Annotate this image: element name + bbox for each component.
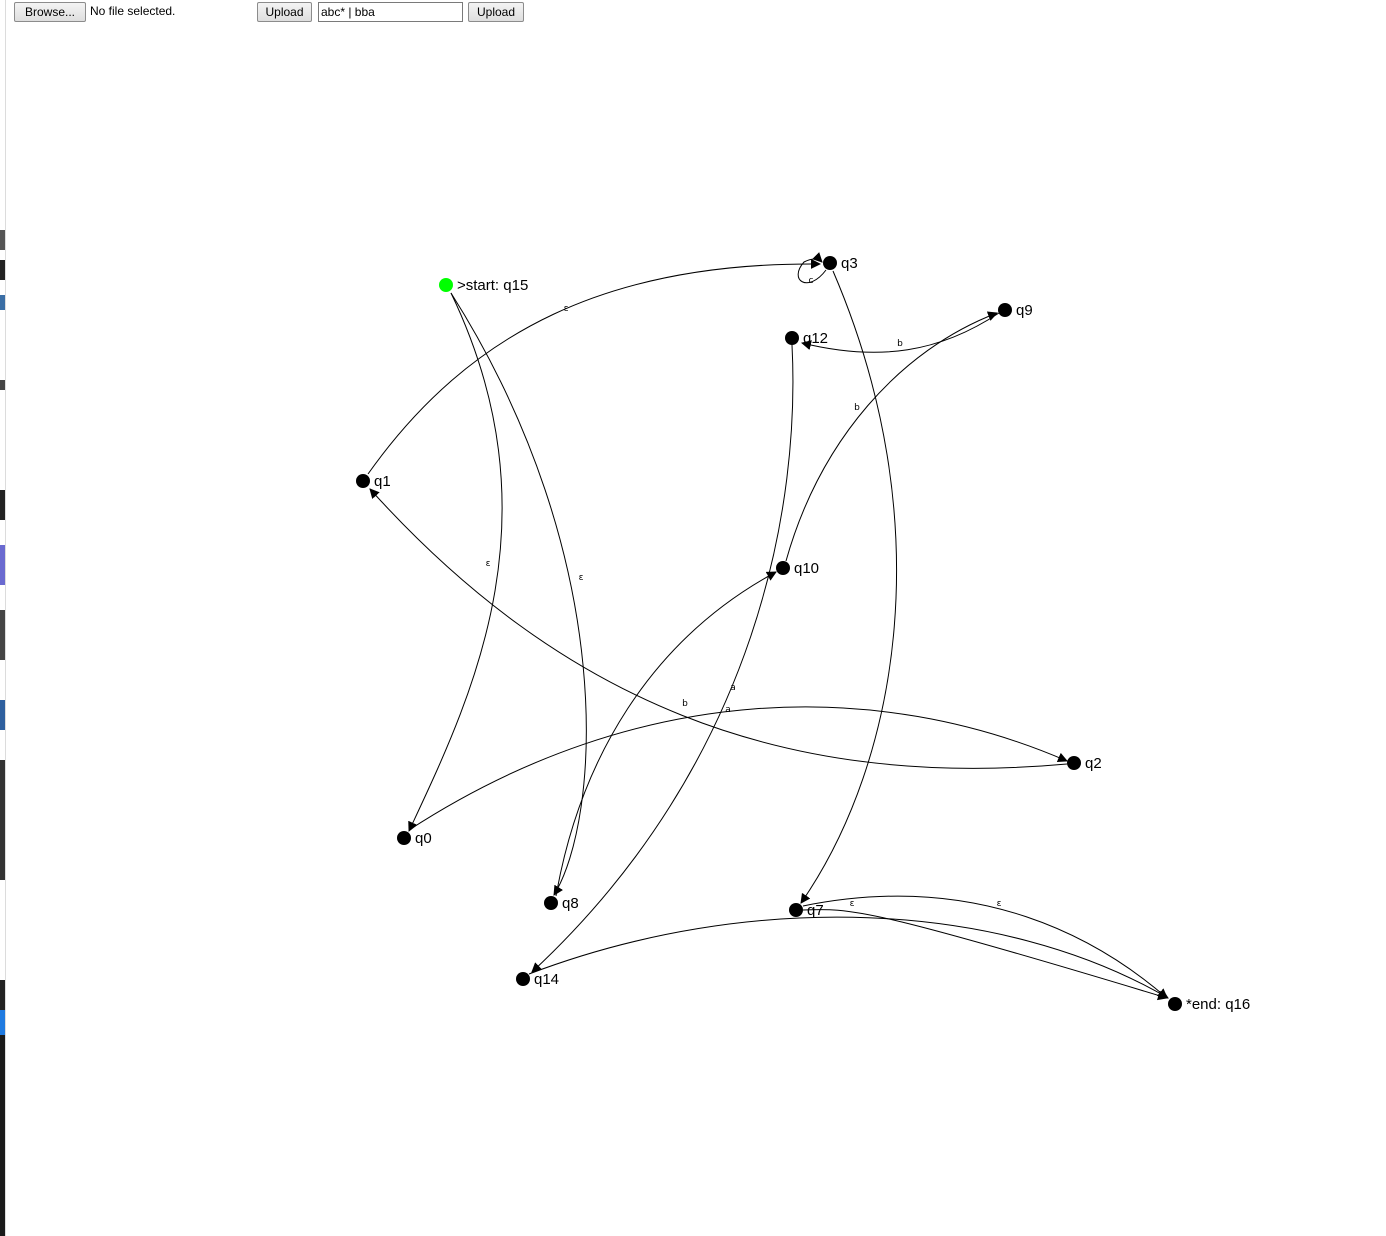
edge-q15-q8 [450, 292, 587, 896]
state-label-q2: q2 [1085, 755, 1102, 772]
edge-seg [0, 700, 5, 730]
state-label-q0: q0 [415, 830, 432, 847]
state-label-q3: q3 [841, 255, 858, 272]
state-label-q15: >start: q15 [457, 277, 528, 294]
edge-seg [0, 260, 5, 280]
edge-label-q12-q14: a [725, 705, 731, 715]
edge-label-q1-q3: ε [564, 304, 569, 314]
state-node-q12[interactable] [785, 331, 799, 345]
browse-button[interactable]: Browse... [14, 2, 86, 22]
edge-label-q15-q8: ε [579, 573, 584, 583]
state-label-q14: q14 [534, 971, 559, 988]
edge-q3-q7 [800, 270, 898, 904]
state-node-q0[interactable] [397, 831, 411, 845]
edge-label-q8-q10: a [730, 683, 736, 693]
edge-seg [0, 760, 5, 880]
state-node-q3[interactable] [823, 256, 837, 270]
edge-q7-q16 [802, 895, 1168, 999]
edge-q9-q12 [801, 312, 1000, 353]
state-node-q2[interactable] [1067, 756, 1081, 770]
edge-seg [0, 380, 5, 390]
state-node-q9[interactable] [998, 303, 1012, 317]
state-node-q14[interactable] [516, 972, 530, 986]
edge-seg [0, 295, 5, 310]
edge-seg [0, 545, 5, 585]
edge-q1-q3 [367, 258, 821, 475]
file-status-text: No file selected. [90, 4, 176, 18]
edge-seg [0, 490, 5, 520]
edge-q0-q2 [408, 706, 1068, 831]
state-label-q10: q10 [794, 560, 819, 577]
edge-label-q7-q16: ε [850, 899, 855, 909]
regex-input[interactable] [318, 2, 463, 22]
state-node-q1[interactable] [356, 474, 370, 488]
upload-file-button[interactable]: Upload [257, 2, 312, 22]
edge-label-q2-q1: b [682, 699, 688, 709]
start-state-node[interactable] [439, 278, 453, 292]
state-label-q16: *end: q16 [1186, 996, 1250, 1013]
state-label-q9: q9 [1016, 302, 1033, 319]
state-node-q8[interactable] [544, 896, 558, 910]
edge-seg [0, 980, 5, 1010]
edge-q15-q0 [408, 292, 503, 832]
edge-seg [0, 610, 5, 660]
edge-label-q7-q16: ε [997, 899, 1002, 909]
edge-q12-q14 [531, 344, 794, 973]
edge-label-q10-q9: b [854, 403, 860, 413]
edge-q2-q1 [369, 488, 1068, 769]
edge-q7-q16 [802, 909, 1168, 1001]
edge-q8-q10 [555, 571, 777, 897]
state-label-q12: q12 [803, 330, 828, 347]
edge-q3-q3 [797, 252, 827, 284]
edge-q14-q16 [528, 916, 1169, 999]
left-window-edge [0, 0, 6, 1236]
state-label-q1: q1 [374, 473, 391, 490]
edge-q10-q9 [785, 311, 998, 562]
edge-label-q3-q3: c [809, 276, 814, 286]
end-state-node[interactable] [1168, 997, 1182, 1011]
state-node-q7[interactable] [789, 903, 803, 917]
edge-label-q9-q12: b [897, 339, 903, 349]
state-node-q10[interactable] [776, 561, 790, 575]
edge-seg [0, 230, 5, 250]
upload-regex-button[interactable]: Upload [468, 2, 524, 22]
state-label-q7: q7 [807, 902, 824, 919]
edge-label-q15-q0: ε [486, 559, 491, 569]
edge-seg [0, 1035, 5, 1236]
state-label-q8: q8 [562, 895, 579, 912]
edge-seg [0, 1010, 5, 1035]
